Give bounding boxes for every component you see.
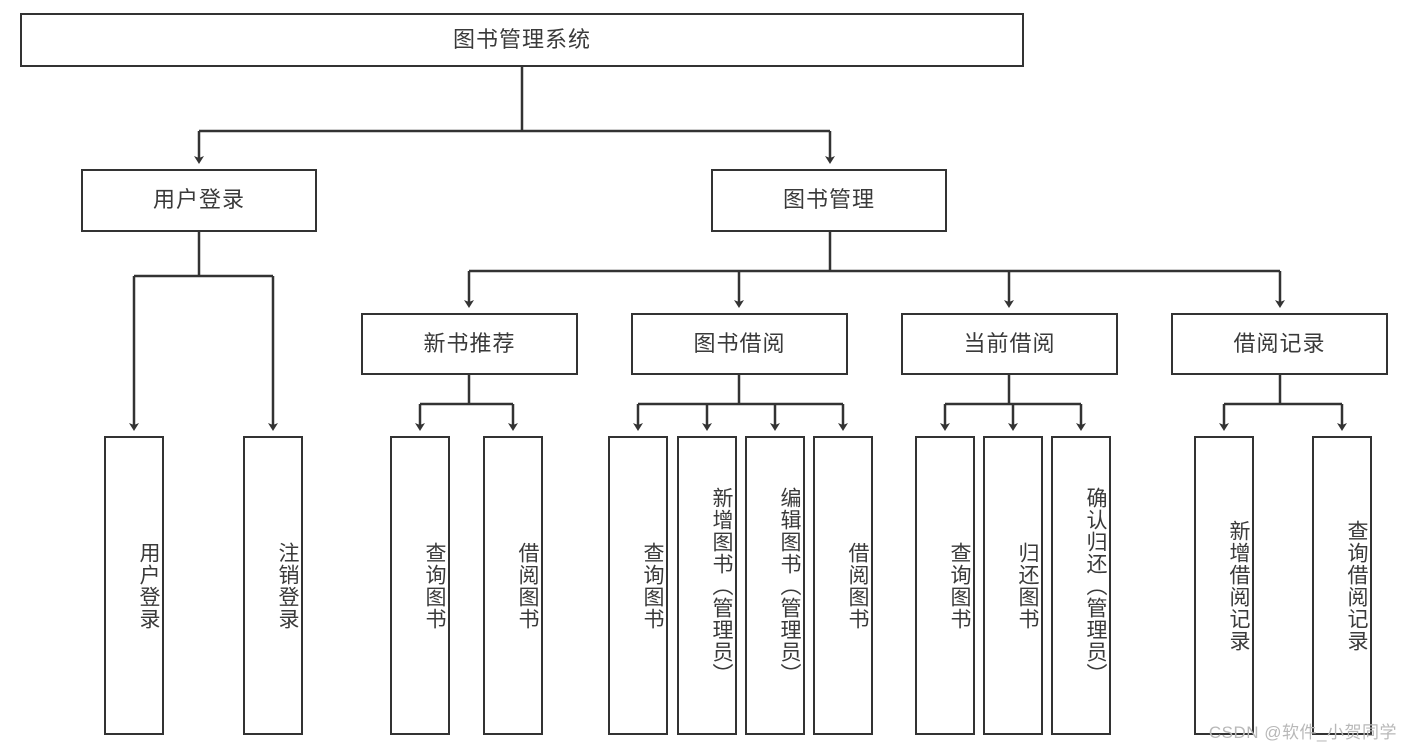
- leaf-borrow-book-new-rec[interactable]: 借阅图书: [483, 436, 543, 735]
- node-user-login[interactable]: 用户登录: [81, 169, 317, 232]
- node-new-book-recommendation[interactable]: 新书推荐: [361, 313, 578, 375]
- csdn-watermark: CSDN @软件_小贺同学: [1208, 723, 1397, 742]
- node-label: 借阅记录: [1233, 330, 1326, 356]
- leaf-add-book-admin[interactable]: 新增图书（管理员）: [677, 436, 737, 735]
- leaf-query-book-new-rec[interactable]: 查询图书: [390, 436, 450, 735]
- node-borrow-record[interactable]: 借阅记录: [1171, 313, 1388, 375]
- leaf-add-borrow-record[interactable]: 新增借阅记录: [1194, 436, 1254, 735]
- node-label: 查询图书: [423, 541, 446, 630]
- node-label: 注销登录: [276, 541, 299, 630]
- node-label: 查询图书: [948, 541, 971, 630]
- node-label: 当前借阅: [963, 330, 1056, 356]
- leaf-confirm-return-admin[interactable]: 确认归还（管理员）: [1051, 436, 1111, 735]
- node-label: 确认归还（管理员）: [1084, 486, 1107, 685]
- leaf-query-borrow-record[interactable]: 查询借阅记录: [1312, 436, 1372, 735]
- node-label: 图书借阅: [693, 330, 786, 356]
- node-label: 编辑图书（管理员）: [778, 486, 801, 685]
- node-label: 新增图书（管理员）: [710, 486, 733, 685]
- node-label: 图书管理: [782, 187, 875, 213]
- leaf-user-login[interactable]: 用户登录: [104, 436, 164, 735]
- leaf-return-book[interactable]: 归还图书: [983, 436, 1043, 735]
- node-label: 借阅图书: [516, 541, 539, 630]
- node-book-management[interactable]: 图书管理: [711, 169, 947, 232]
- leaf-edit-book-admin[interactable]: 编辑图书（管理员）: [745, 436, 805, 735]
- node-label: 归还图书: [1016, 541, 1039, 630]
- node-root-book-management-system[interactable]: 图书管理系统: [20, 13, 1024, 67]
- leaf-query-book-borrow[interactable]: 查询图书: [608, 436, 668, 735]
- node-label: 查询图书: [641, 541, 664, 630]
- node-label: 新增借阅记录: [1227, 519, 1250, 652]
- leaf-query-book-current[interactable]: 查询图书: [915, 436, 975, 735]
- leaf-borrow-book[interactable]: 借阅图书: [813, 436, 873, 735]
- node-label: 查询借阅记录: [1345, 519, 1368, 652]
- leaf-user-logout[interactable]: 注销登录: [243, 436, 303, 735]
- node-label: 借阅图书: [846, 541, 869, 630]
- node-label: 用户登录: [137, 541, 160, 630]
- node-label: 用户登录: [152, 187, 245, 213]
- node-label: 新书推荐: [423, 330, 516, 356]
- node-current-borrow[interactable]: 当前借阅: [901, 313, 1118, 375]
- node-label: 图书管理系统: [452, 26, 591, 52]
- node-book-borrow[interactable]: 图书借阅: [631, 313, 848, 375]
